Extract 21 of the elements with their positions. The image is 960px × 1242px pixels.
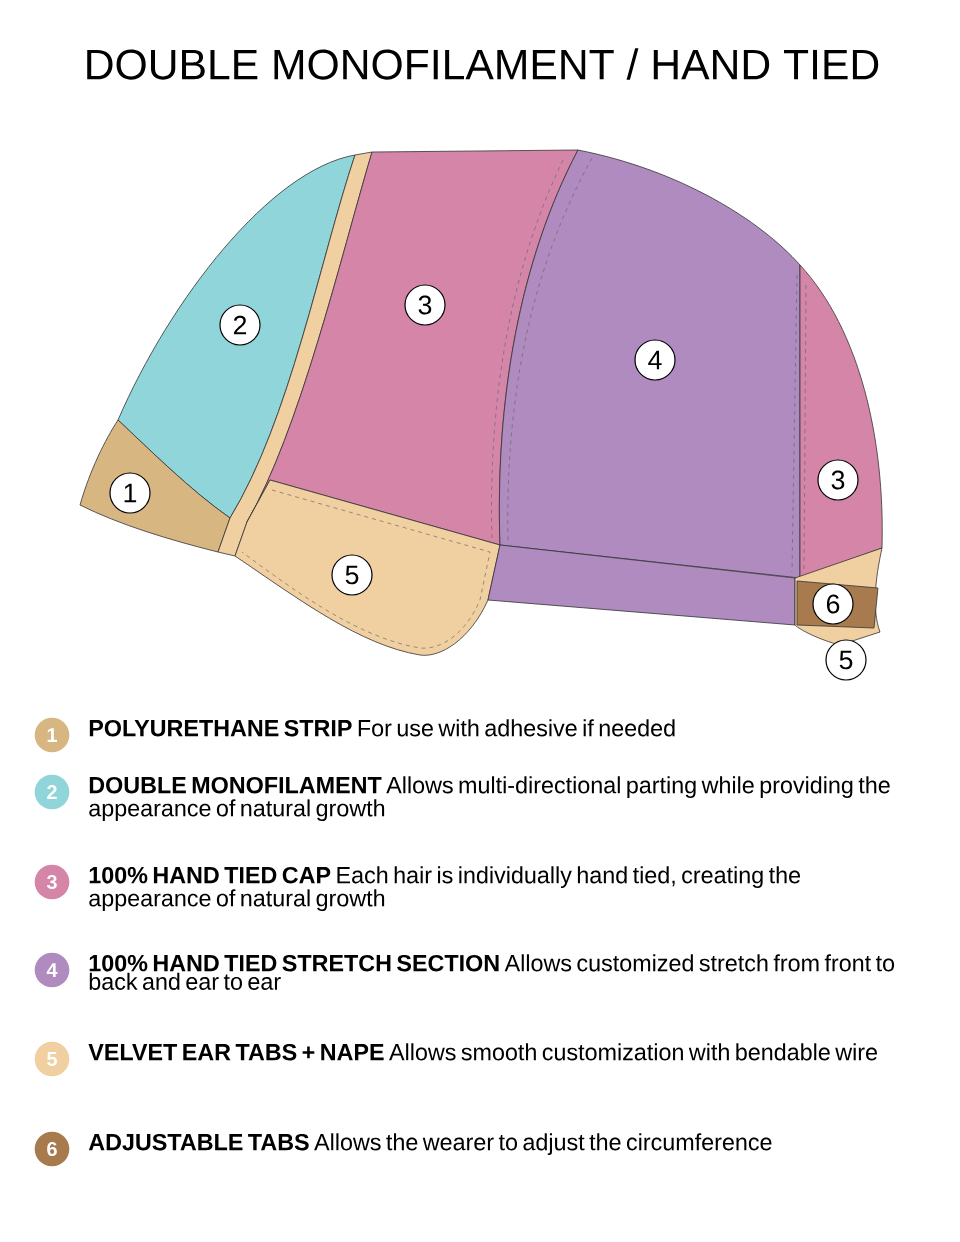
title: DOUBLE MONOFILAMENT / HAND TIED [87,48,879,80]
legend-text: 100% HAND TIED STRETCH SECTION Allows customized stretch from front to back and ear to ear [89,954,895,990]
legend-text: VELVET EAR TABS + NAPE Allows smooth customization with bendable wire [88,1043,877,1061]
number-badge: 1 [34,717,70,753]
callout-number: 5 [825,639,867,681]
callout-number: 3 [404,284,446,326]
callout-number: 6 [812,583,854,625]
number-badge: 5 [34,1041,70,1077]
number-badge: 4 [34,952,70,988]
number-badge: 3 [34,864,70,900]
number-badge: 6 [34,1131,70,1167]
callout-number: 3 [817,459,859,501]
callout-number: 2 [219,304,261,346]
legend-text: DOUBLE MONOFILAMENT Allows multi-directional parting while providing the appearance of natural growth [89,776,890,822]
callout-number: 5 [331,554,373,596]
legend-text: 100% HAND TIED CAP Each hair is individually hand tied, creating the appearance of natural growth [89,866,801,912]
legend-text: POLYURETHANE STRIP For use with adhesive if needed [89,719,675,737]
callout-number: 1 [109,472,151,514]
legend-text: ADJUSTABLE TABS Allows the wearer to adjust the circumference [88,1133,772,1156]
number-badge: 2 [34,774,70,810]
callout-number: 4 [634,339,676,381]
